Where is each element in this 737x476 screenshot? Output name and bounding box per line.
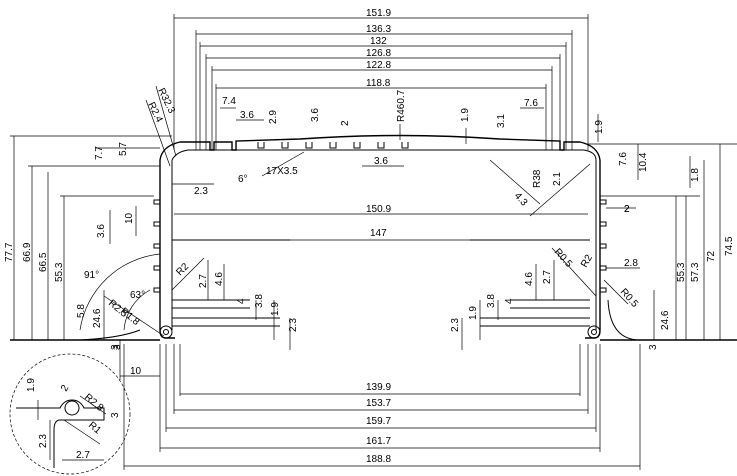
dim-2-3-detail: 2.3 xyxy=(38,434,49,448)
dim-118-8: 118.8 xyxy=(366,78,391,89)
dim-1-9-left: 1.9 xyxy=(270,302,281,316)
dim-5-8: 5.8 xyxy=(76,304,87,318)
dim-147: 147 xyxy=(370,228,387,239)
bottom-dimensions: 139.9 153.7 159.7 161.7 188.8 xyxy=(123,344,641,470)
dim-3-6-b: 3.6 xyxy=(310,108,321,122)
inner-width-dimensions: 150.9 147 xyxy=(174,204,588,241)
dim-r1-8: R1.8 xyxy=(118,306,142,328)
dim-63deg: 63° xyxy=(130,290,145,301)
dim-55-3: 55.3 xyxy=(54,262,65,282)
dim-24-6-right: 24.6 xyxy=(660,310,671,330)
dim-3-6-a: 3.6 xyxy=(240,110,254,121)
detail-circle: 1.9 2 R2.8 3 2.3 R1 2.7 xyxy=(9,353,131,475)
dim-1-8: 1.8 xyxy=(690,168,701,182)
dim-10-bottom: 10 xyxy=(130,366,142,377)
dim-188-8: 188.8 xyxy=(366,454,391,465)
dim-1-9-right: 1.9 xyxy=(594,120,605,134)
dim-1-9-rslot: 1.9 xyxy=(468,306,479,320)
right-slot-dimensions: 2.3 1.9 3.8 4 4.6 2.7 R0.5 R0.5 R2 xyxy=(450,247,640,350)
dim-66-9: 66.9 xyxy=(22,242,33,262)
dim-6deg: 6° xyxy=(238,174,248,185)
dim-132: 132 xyxy=(370,36,387,47)
dim-91deg: 91° xyxy=(84,270,99,281)
dim-r0-5-b: R0.5 xyxy=(618,287,641,310)
top-detail-dimensions: 7.4 3.6 2.9 3.6 2 R460.7 1.9 3.1 7.6 17X… xyxy=(172,89,544,197)
dim-7-7: 7.7 xyxy=(94,146,105,160)
dim-4-left: 4 xyxy=(236,298,247,304)
dim-24-6-left: 24.6 xyxy=(92,308,103,328)
dim-7-6-top: 7.6 xyxy=(524,98,538,109)
dim-r2-right: R2 xyxy=(579,253,595,270)
dim-2-detail: 2 xyxy=(59,383,72,394)
dim-55-3-right: 55.3 xyxy=(676,262,687,282)
dim-3-1: 3.1 xyxy=(496,114,507,128)
dim-3-bottom: 3 xyxy=(112,344,123,350)
dim-2-right-wall: 2 xyxy=(624,204,630,215)
dim-3-8-left: 3.8 xyxy=(254,294,265,308)
dim-7-4: 7.4 xyxy=(222,96,236,107)
dim-4-right: 4 xyxy=(504,298,515,304)
dim-r2-8-detail: R2.8 xyxy=(82,392,106,414)
dim-10-4: 10.4 xyxy=(638,152,649,172)
angle-dimensions: 91° 63° R2.5 R1.8 10 3 xyxy=(79,253,165,380)
dim-74-5: 74.5 xyxy=(724,236,735,256)
dim-2-3-right: 2.3 xyxy=(450,318,461,332)
dim-4-6-left: 4.6 xyxy=(214,272,225,286)
dim-126-8: 126.8 xyxy=(366,48,391,59)
right-dimensions: 74.5 72 57.3 55.3 24.6 3 1.8 10.4 7.6 1.… xyxy=(588,114,737,350)
dim-1-9-top: 1.9 xyxy=(460,108,471,122)
dim-57-3: 57.3 xyxy=(690,262,701,282)
dim-3-8-right: 3.8 xyxy=(486,294,497,308)
dim-2-7-detail: 2.7 xyxy=(76,450,90,461)
dim-66-5: 66.5 xyxy=(38,252,49,272)
dim-72: 72 xyxy=(706,250,717,262)
top-dimensions: 151.9 136.3 132 126.8 122.8 118.8 xyxy=(173,8,589,150)
left-dimensions: 77.7 66.9 66.5 55.3 3.6 10 5.8 24.6 3 7.… xyxy=(4,135,172,350)
dim-5-7: 5.7 xyxy=(118,142,129,156)
dim-136-3: 136.3 xyxy=(366,24,391,35)
dim-3-detail: 3 xyxy=(110,412,121,418)
dim-2-9: 2.9 xyxy=(268,110,279,124)
dim-122-8: 122.8 xyxy=(366,60,391,71)
dim-17x3-5: 17X3.5 xyxy=(266,166,298,177)
dim-2: 2 xyxy=(340,120,351,126)
dim-2-3: 2.3 xyxy=(194,186,208,197)
dim-2-8: 2.8 xyxy=(624,258,638,269)
dim-r38: R38 xyxy=(532,169,543,188)
dim-77-7: 77.7 xyxy=(4,242,15,262)
dim-2-7-right: 2.7 xyxy=(542,270,553,284)
dim-r2-left: R2 xyxy=(174,261,191,278)
dim-139-9: 139.9 xyxy=(366,382,391,393)
dim-1-9-detail: 1.9 xyxy=(26,378,37,392)
dim-4-3: 4.3 xyxy=(512,191,530,209)
dim-r1-detail: R1 xyxy=(86,420,103,437)
dim-7-6-right: 7.6 xyxy=(618,152,629,166)
dim-3-6-left: 3.6 xyxy=(96,224,107,238)
left-slot-dimensions: 2.7 4.6 4 3.8 1.9 2.3 R2 xyxy=(171,257,299,350)
corner-detail-dimensions: R32.3 R2.4 R38 2.1 4.3 2 xyxy=(145,85,636,217)
dim-151-9: 151.9 xyxy=(366,8,391,19)
dim-10-left: 10 xyxy=(124,212,135,224)
dim-2-right: 2 xyxy=(624,204,630,215)
dim-3-6-c: 3.6 xyxy=(374,156,388,167)
dim-150-9: 150.9 xyxy=(366,204,391,215)
dim-153-7: 153.7 xyxy=(366,398,391,409)
dim-161-7: 161.7 xyxy=(366,436,391,447)
dim-r460-7: R460.7 xyxy=(396,89,407,122)
dim-3-right: 3 xyxy=(648,344,659,350)
dim-r0-5-a: R0.5 xyxy=(552,247,575,270)
dim-2-1: 2.1 xyxy=(552,172,563,186)
dim-2-7-left: 2.7 xyxy=(198,274,209,288)
dim-2-3-left: 2.3 xyxy=(288,318,299,332)
dim-4-6-right: 4.6 xyxy=(524,272,535,286)
dim-3-left: 3 xyxy=(110,344,121,350)
dim-159-7: 159.7 xyxy=(366,416,391,427)
